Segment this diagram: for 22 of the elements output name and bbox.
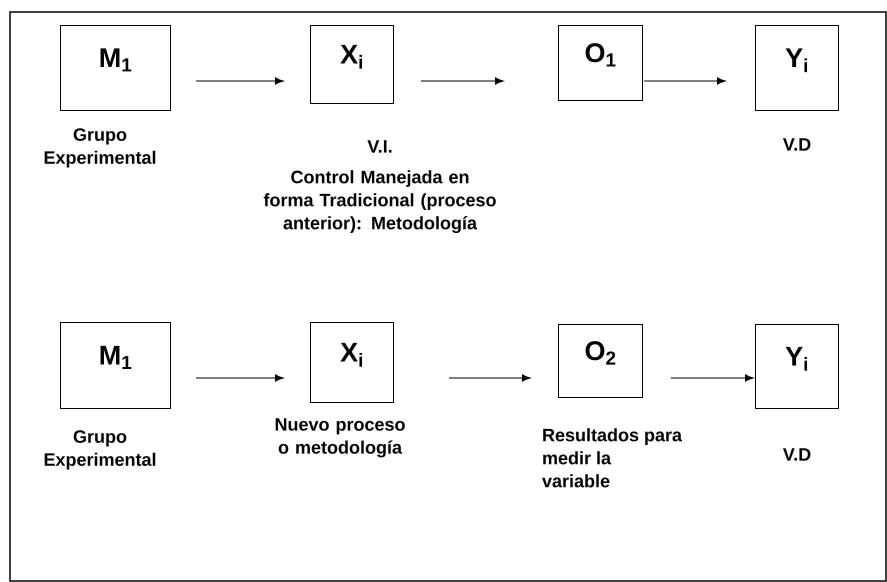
variable-box: X$_{i}$: [310, 322, 394, 403]
caption-text: Nuevo proceso o metodología: [276, 418, 405, 458]
variable-box: X$_{i}$: [310, 25, 394, 104]
variable-box: M$_{1}$: [60, 322, 171, 409]
arrow: [644, 77, 726, 85]
arrow: [448, 374, 531, 382]
caption-text: V.D: [782, 138, 810, 151]
arrow: [196, 374, 284, 382]
arrow: [420, 77, 504, 85]
variable-box: O$_{2}$: [558, 324, 643, 398]
caption-text: V.D: [782, 448, 810, 461]
caption-text: Grupo Experimental: [44, 430, 156, 470]
arrow: [670, 374, 754, 382]
caption-text: Grupo Experimental: [44, 128, 156, 168]
caption-text: V.I.: [367, 140, 392, 153]
variable-box: Y$_{i}$: [755, 25, 839, 111]
caption-text: Resultados para medir la variable: [542, 428, 682, 488]
variable-box: M$_{1}$: [60, 25, 171, 111]
variable-box: Y$_{i}$: [755, 324, 839, 409]
arrow: [196, 77, 284, 85]
caption-text: Control Manejada en forma Tradicional (proceso anterior): Metodología: [264, 170, 496, 234]
variable-box: O$_{1}$: [558, 25, 643, 101]
